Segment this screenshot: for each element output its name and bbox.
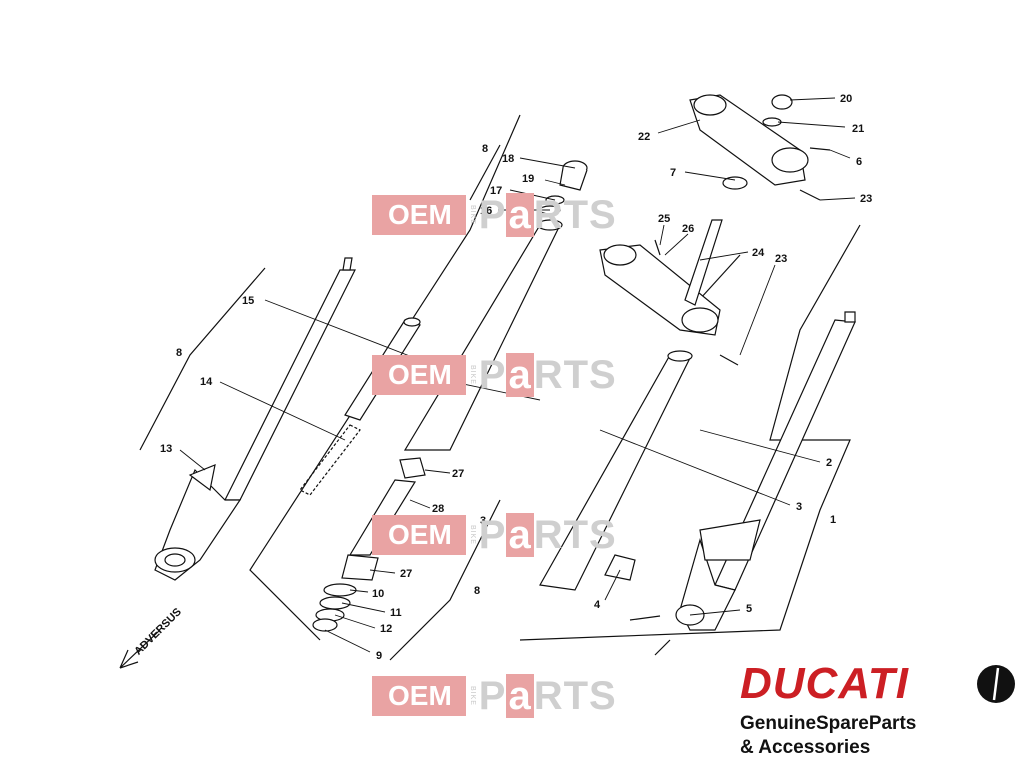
right-outer-leg bbox=[675, 311, 856, 631]
callout-26: 26 bbox=[682, 223, 694, 235]
callout-25: 25 bbox=[658, 213, 670, 225]
callout-7: 7 bbox=[670, 167, 676, 179]
watermark-bike: BIKE bbox=[468, 525, 476, 545]
callout-5: 5 bbox=[746, 603, 752, 615]
callout-1: 1 bbox=[830, 514, 836, 526]
callout-6: 6 bbox=[856, 156, 862, 168]
callout-28: 28 bbox=[432, 503, 444, 515]
callout-3-center: 3 bbox=[480, 515, 486, 527]
callout-21: 21 bbox=[852, 123, 864, 135]
callout-2: 2 bbox=[826, 457, 832, 469]
direction-arrow bbox=[119, 629, 161, 669]
watermark-parts: PaRTS bbox=[478, 192, 617, 237]
lower-triple-clamp bbox=[599, 219, 723, 336]
callout-27-lower: 27 bbox=[400, 568, 412, 580]
right-inner-tube bbox=[539, 350, 693, 591]
watermark-parts: PaRTS bbox=[478, 512, 617, 557]
ring-11 bbox=[319, 596, 351, 610]
callout-8-upper: 8 bbox=[482, 143, 488, 155]
bush-27-lower bbox=[341, 554, 379, 581]
watermark-2: OEM BIKE PaRTS bbox=[372, 352, 648, 397]
screw-25 bbox=[654, 239, 661, 256]
callout-15: 15 bbox=[242, 295, 254, 307]
brand-tagline-1: GenuineSpareParts bbox=[740, 713, 917, 734]
upper-triple-clamp bbox=[689, 94, 809, 186]
bracket-lower bbox=[389, 499, 501, 661]
callout-20: 20 bbox=[840, 93, 852, 105]
watermark-parts: PaRTS bbox=[478, 673, 617, 718]
bolt-23-upper bbox=[799, 189, 821, 201]
callout-9: 9 bbox=[376, 650, 382, 662]
callout-24: 24 bbox=[752, 247, 765, 259]
watermark-bike: BIKE bbox=[468, 686, 476, 706]
fork-spring bbox=[299, 424, 361, 496]
bush-4 bbox=[604, 554, 636, 581]
callout-3-right: 3 bbox=[796, 501, 802, 513]
callout-17: 17 bbox=[490, 185, 502, 197]
callout-23-upper: 23 bbox=[860, 193, 872, 205]
watermark-4: OEM BIKE PaRTS bbox=[372, 673, 648, 718]
bush-27-upper bbox=[399, 457, 426, 479]
callout-22: 22 bbox=[638, 131, 650, 143]
brand-block: DUCATI GenuineSpareParts & Accessories bbox=[740, 658, 1020, 760]
watermark-1: OEM BIKE PaRTS bbox=[372, 192, 648, 237]
left-fork-leg bbox=[154, 257, 356, 581]
bolt-23-lower bbox=[719, 354, 739, 366]
callout-23-lower: 23 bbox=[775, 253, 787, 265]
watermark-bike: BIKE bbox=[468, 205, 476, 225]
watermark-3: OEM BIKE PaRTS bbox=[372, 512, 648, 557]
bolt-6 bbox=[809, 147, 831, 151]
bracket-right bbox=[519, 224, 861, 641]
callout-12: 12 bbox=[380, 623, 392, 635]
direction-label: ADVERSUS bbox=[132, 606, 184, 658]
seal-9 bbox=[312, 618, 338, 632]
watermark-oem: OEM bbox=[372, 355, 466, 395]
watermark-oem: OEM bbox=[372, 676, 466, 716]
ducati-shield-icon bbox=[977, 665, 1015, 703]
callout-4: 4 bbox=[594, 599, 601, 611]
top-cap-18 bbox=[559, 160, 588, 191]
watermark-bike: BIKE bbox=[468, 365, 476, 385]
brand-tagline-2: & Accessories bbox=[740, 737, 871, 758]
cap-nut-20 bbox=[771, 94, 793, 110]
callout-16: 16 bbox=[480, 205, 492, 217]
callout-8-lower: 8 bbox=[474, 585, 480, 597]
watermark-parts: PaRTS bbox=[478, 352, 617, 397]
callout-10: 10 bbox=[372, 588, 384, 600]
ring-17 bbox=[545, 195, 565, 205]
watermark-oem: OEM bbox=[372, 195, 466, 235]
inner-tube-upper bbox=[403, 219, 563, 451]
nut-7 bbox=[722, 176, 748, 190]
callout-13: 13 bbox=[160, 443, 172, 455]
bracket-left bbox=[139, 267, 266, 451]
brand-name: DUCATI bbox=[740, 659, 909, 708]
callout-8-left: 8 bbox=[176, 347, 182, 359]
callout-11: 11 bbox=[390, 607, 402, 619]
callout-27-upper: 27 bbox=[452, 468, 464, 480]
callout-14: 14 bbox=[200, 376, 213, 388]
ring-10 bbox=[323, 583, 357, 597]
watermark-oem: OEM bbox=[372, 515, 466, 555]
bolt-5 bbox=[629, 615, 661, 621]
callout-18: 18 bbox=[502, 153, 514, 165]
bracket-upper bbox=[469, 144, 501, 201]
callout-19: 19 bbox=[522, 173, 534, 185]
bolt-lower bbox=[654, 639, 671, 656]
